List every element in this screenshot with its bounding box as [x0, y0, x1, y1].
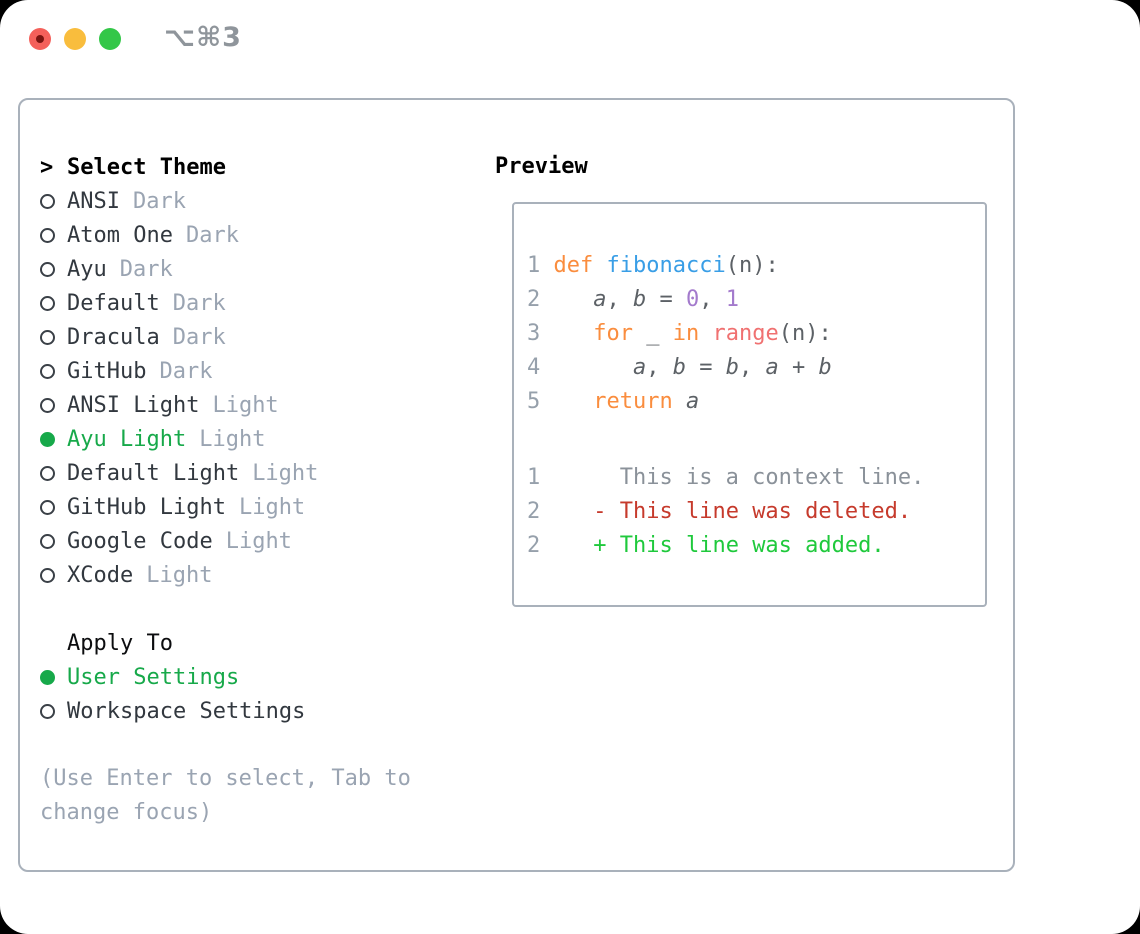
theme-variant-tag: Light — [238, 494, 306, 520]
apply-to-item-workspace-settings[interactable]: Workspace Settings — [40, 694, 411, 728]
item-label: XCode — [67, 562, 134, 588]
radio-unselected-icon — [40, 261, 67, 277]
code-line: 2 a, b = 0, 1 — [527, 287, 739, 312]
code-blank-line — [527, 419, 985, 461]
radio-unselected-icon — [40, 397, 67, 413]
theme-item-atom-one[interactable]: Atom One Dark — [40, 218, 411, 252]
item-label: Dracula — [67, 324, 160, 350]
item-label: Google Code — [67, 528, 213, 554]
item-label: Ayu — [67, 256, 107, 282]
theme-item-xcode[interactable]: XCode Light — [40, 558, 411, 592]
theme-variant-tag: Dark — [172, 290, 226, 316]
preview-title: Preview — [495, 154, 588, 179]
theme-item-default-light[interactable]: Default Light Light — [40, 456, 411, 490]
code-line: 5 return a — [527, 389, 700, 414]
theme-variant-tag: Dark — [185, 222, 239, 248]
theme-item-google-code[interactable]: Google Code Light — [40, 524, 411, 558]
code-preview: 1 def fibonacci(n): 2 a, b = 0, 1 3 for _ … — [527, 249, 985, 563]
radio-unselected-icon — [40, 227, 67, 243]
theme-item-dracula[interactable]: Dracula Dark — [40, 320, 411, 354]
item-label: ANSI — [67, 188, 120, 214]
theme-item-default[interactable]: Default Dark — [40, 286, 411, 320]
item-label: Default Light — [67, 460, 240, 486]
code-line: 1 def fibonacci(n): — [527, 253, 779, 278]
theme-variant-tag: Light — [212, 392, 279, 418]
code-line: 4 a, b = b, a + b — [527, 355, 832, 380]
item-label: Default — [67, 290, 160, 316]
radio-unselected-icon — [40, 465, 67, 481]
keyboard-hint-line: (Use Enter to select, Tab to — [40, 766, 411, 791]
section-gap — [40, 592, 411, 626]
radio-unselected-icon — [40, 295, 67, 311]
theme-item-github[interactable]: GitHub Dark — [40, 354, 411, 388]
radio-unselected-icon — [40, 363, 67, 379]
theme-variant-tag: Light — [199, 426, 266, 452]
item-label: ANSI Light — [67, 392, 200, 418]
radio-unselected-icon — [40, 567, 67, 583]
minimize-button[interactable] — [64, 28, 86, 50]
theme-variant-tag: Light — [146, 562, 213, 588]
item-label: GitHub Light — [67, 494, 226, 520]
window-title: ⌥⌘3 — [164, 22, 242, 53]
apply-to-item-user-settings[interactable]: User Settings — [40, 660, 411, 694]
code-line: 1 This is a context line. — [527, 465, 925, 490]
theme-variant-tag: Dark — [119, 256, 173, 282]
radio-unselected-icon — [40, 703, 67, 719]
code-line: 2 + This line was added. — [527, 533, 885, 558]
item-label: User Settings — [67, 664, 240, 690]
theme-variant-tag: Dark — [159, 358, 213, 384]
theme-variant-tag: Dark — [132, 188, 186, 214]
select-theme-title: Select Theme — [67, 154, 226, 180]
preview-box: 1 def fibonacci(n): 2 a, b = 0, 1 3 for _ … — [512, 202, 987, 607]
radio-selected-icon — [40, 431, 67, 447]
radio-selected-icon — [40, 669, 67, 685]
theme-item-ayu-light[interactable]: Ayu Light Light — [40, 422, 411, 456]
zoom-button[interactable] — [99, 28, 121, 50]
radio-unselected-icon — [40, 499, 67, 515]
theme-item-ayu[interactable]: Ayu Dark — [40, 252, 411, 286]
keyboard-hint-line: change focus) — [40, 800, 213, 825]
radio-unselected-icon — [40, 533, 67, 549]
theme-variant-tag: Dark — [172, 324, 226, 350]
theme-variant-tag: Light — [225, 528, 292, 554]
code-line: 3 for _ in range(n): — [527, 321, 832, 346]
section-gap — [40, 728, 411, 762]
item-label: GitHub — [67, 358, 147, 384]
theme-variant-tag: Light — [252, 460, 319, 486]
apply-to-title: Apply To — [67, 630, 173, 656]
item-label: Workspace Settings — [67, 698, 306, 724]
apply-to-header: Apply To — [40, 626, 411, 660]
focus-caret-icon: > — [40, 154, 54, 180]
code-line: 2 - This line was deleted. — [527, 499, 912, 524]
radio-unselected-icon — [40, 193, 67, 209]
theme-item-github-light[interactable]: GitHub Light Light — [40, 490, 411, 524]
item-label: Ayu Light — [67, 426, 187, 452]
select-theme-header: > Select Theme — [40, 150, 411, 184]
close-button[interactable] — [29, 28, 51, 50]
theme-item-ansi-light[interactable]: ANSI Light Light — [40, 388, 411, 422]
radio-unselected-icon — [40, 329, 67, 345]
theme-item-ansi[interactable]: ANSI Dark — [40, 184, 411, 218]
item-label: Atom One — [67, 222, 173, 248]
